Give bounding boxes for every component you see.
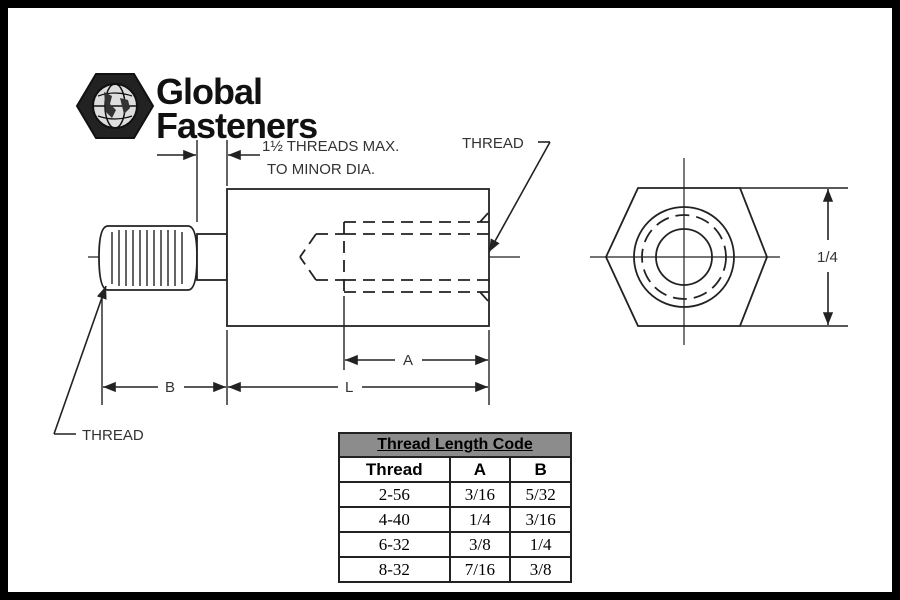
logo-line2: Fasteners bbox=[156, 105, 317, 146]
male-thread-stud bbox=[98, 225, 228, 291]
dimension-b-label: B bbox=[165, 379, 175, 396]
table-cell: 4-40 bbox=[338, 506, 451, 533]
hex-end-view bbox=[590, 158, 780, 345]
thread-leader-right bbox=[488, 141, 551, 253]
logo-line1: Global bbox=[156, 71, 262, 112]
table-cell: 5/32 bbox=[509, 481, 572, 508]
table-cell: 7/16 bbox=[448, 556, 512, 583]
threads-max-label-1: 1½ THREADS MAX. bbox=[262, 138, 399, 155]
table-header-row: Thread A B bbox=[338, 456, 572, 483]
thread-length-table: Thread Length Code Thread A B 2-56 3/16 … bbox=[338, 432, 572, 583]
table-cell: 3/8 bbox=[509, 556, 572, 583]
table-header: Thread bbox=[338, 456, 451, 483]
table-caption: Thread Length Code bbox=[338, 432, 572, 458]
table-row: 2-56 3/16 5/32 bbox=[338, 481, 572, 508]
thread-label-left: THREAD bbox=[82, 427, 144, 444]
threads-max-label-2: TO MINOR DIA. bbox=[267, 161, 375, 178]
table-cell: 3/16 bbox=[448, 481, 512, 508]
internal-thread bbox=[299, 211, 490, 303]
table-cell: 1/4 bbox=[448, 506, 512, 533]
table-row: 6-32 3/8 1/4 bbox=[338, 531, 572, 558]
extension-lines bbox=[101, 140, 848, 405]
table-cell: 6-32 bbox=[338, 531, 451, 558]
table-cell: 3/16 bbox=[509, 506, 572, 533]
table-row: 4-40 1/4 3/16 bbox=[338, 506, 572, 533]
table-cell: 3/8 bbox=[448, 531, 512, 558]
thread-label-right: THREAD bbox=[462, 135, 524, 152]
dimension-a-label: A bbox=[403, 352, 413, 369]
logo: Global Fasteners bbox=[75, 71, 318, 146]
thread-leader-left bbox=[53, 285, 107, 435]
table-header: A bbox=[448, 456, 512, 483]
table-header: B bbox=[509, 456, 572, 483]
table-cell: 8-32 bbox=[338, 556, 451, 583]
standoff-body bbox=[226, 188, 490, 327]
table-cell: 1/4 bbox=[509, 531, 572, 558]
table-cell: 2-56 bbox=[338, 481, 451, 508]
dimension-l-label: L bbox=[345, 379, 353, 396]
table-row: 8-32 7/16 3/8 bbox=[338, 556, 572, 583]
hex-dimension-label: 1/4 bbox=[817, 249, 838, 266]
